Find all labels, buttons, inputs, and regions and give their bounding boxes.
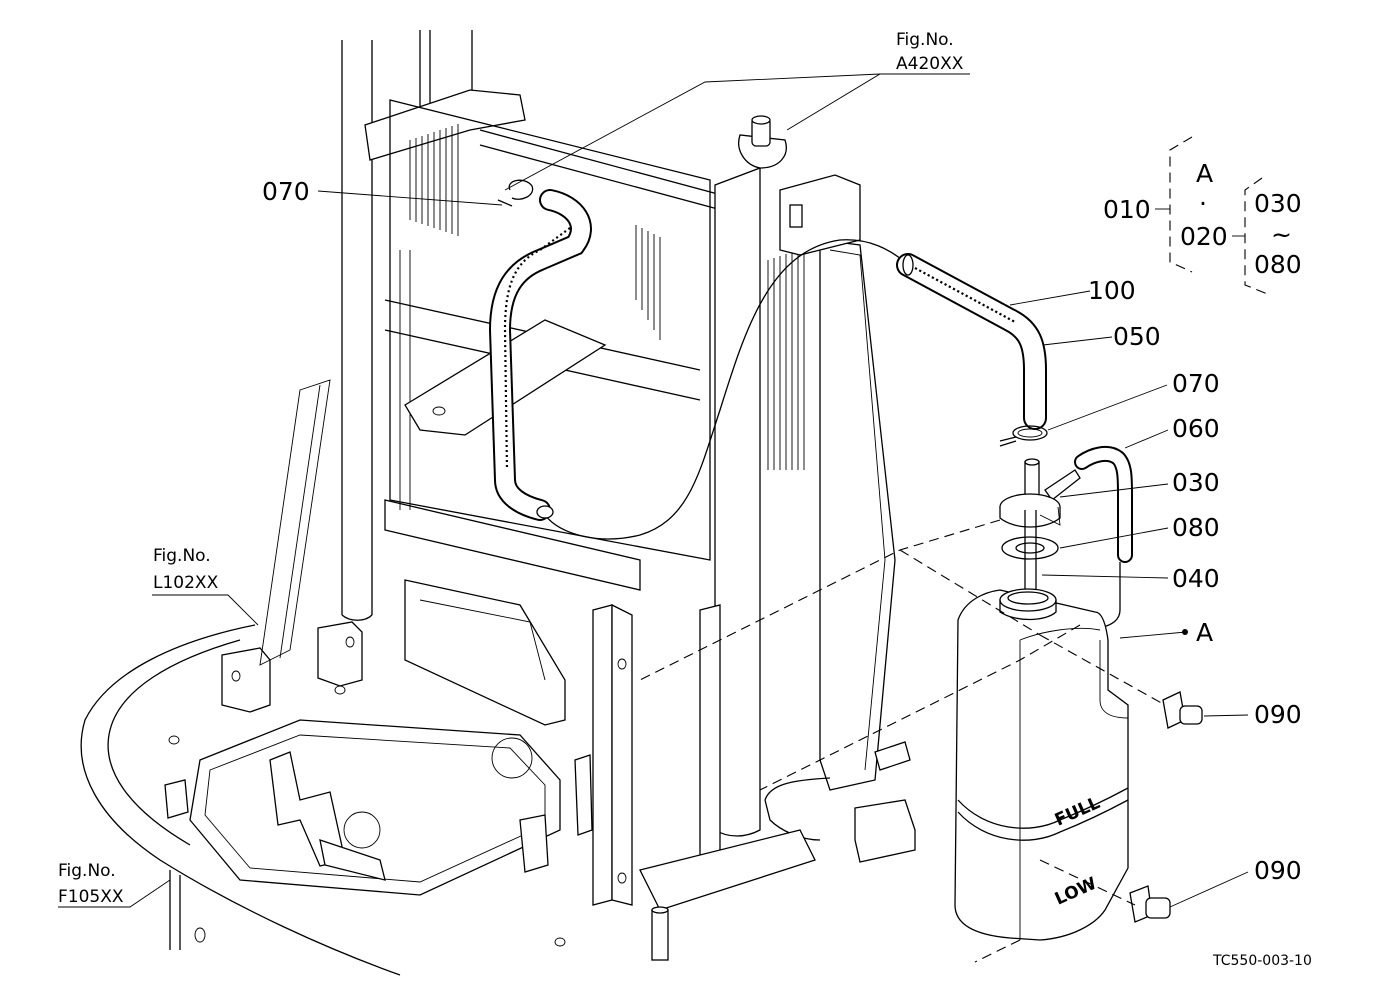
- leader-lines: [58, 73, 1249, 908]
- pipe-040: [1024, 510, 1037, 590]
- callout-040: 040: [1172, 564, 1220, 593]
- hose-060: [1074, 445, 1133, 629]
- fig-ref-a420[interactable]: Fig.No. A420XX: [896, 30, 964, 74]
- fig-ref-l102[interactable]: Fig.No. L102XX: [153, 546, 219, 593]
- frame-posts: [259, 30, 526, 666]
- fig-ref-a420-line2: A420XX: [896, 54, 964, 74]
- drawing-code: TC550-003-10: [1212, 953, 1312, 969]
- base-frame: [80, 621, 593, 976]
- legend-range-tilde: ~: [1271, 220, 1292, 249]
- cap-030: [999, 458, 1081, 528]
- callout-030: 030: [1172, 468, 1220, 497]
- callout-090-lower: 090: [1254, 856, 1302, 885]
- legend-main: 010: [1103, 195, 1151, 224]
- overflow-tube-route: [544, 239, 906, 540]
- reservoir-tank: [954, 588, 1129, 941]
- grille-hatch: [409, 124, 805, 470]
- filler-neck: [738, 115, 787, 169]
- fig-ref-a420-line1: Fig.No.: [896, 30, 954, 50]
- callout-070-top: 070: [262, 177, 310, 206]
- fig-ref-f105[interactable]: Fig.No. F105XX: [58, 861, 124, 907]
- legend-range-end: 080: [1254, 250, 1302, 279]
- legend-range-start: 030: [1254, 189, 1302, 218]
- front-uprights: [592, 167, 896, 906]
- callout-090-upper: 090: [1254, 700, 1302, 729]
- callout-labels: 070 100 050 070 060 030 080 040 A 090 09…: [262, 177, 1302, 885]
- legend-dot: ·: [1199, 189, 1207, 218]
- callout-060: 060: [1172, 414, 1220, 443]
- lower-bracket: [639, 741, 916, 961]
- fig-ref-f105-line1: Fig.No.: [58, 861, 116, 881]
- callout-070-right: 070: [1172, 369, 1220, 398]
- fig-ref-f105-line2: F105XX: [58, 887, 124, 907]
- legend-sub: 020: [1180, 222, 1228, 251]
- left-hose: [488, 179, 592, 521]
- assembly-legend: A · 010 020 030 ~ 080: [1103, 159, 1302, 279]
- callout-050: 050: [1113, 322, 1161, 351]
- a-ref-dot: [1182, 629, 1188, 635]
- hose-assembly-right: [896, 253, 1047, 430]
- clip-070: [999, 425, 1048, 447]
- bolt-090-upper: [1162, 691, 1203, 729]
- fig-ref-l102-line1: Fig.No.: [153, 546, 211, 566]
- legend-top: A: [1196, 159, 1213, 188]
- dashed-lines: [639, 136, 1271, 963]
- fig-ref-l102-line2: L102XX: [153, 573, 219, 593]
- callout-100: 100: [1088, 276, 1136, 305]
- washer-080: [1001, 536, 1059, 560]
- callout-080: 080: [1172, 513, 1220, 542]
- callout-a-ref: A: [1196, 618, 1213, 647]
- bolt-090-lower: [1129, 885, 1171, 923]
